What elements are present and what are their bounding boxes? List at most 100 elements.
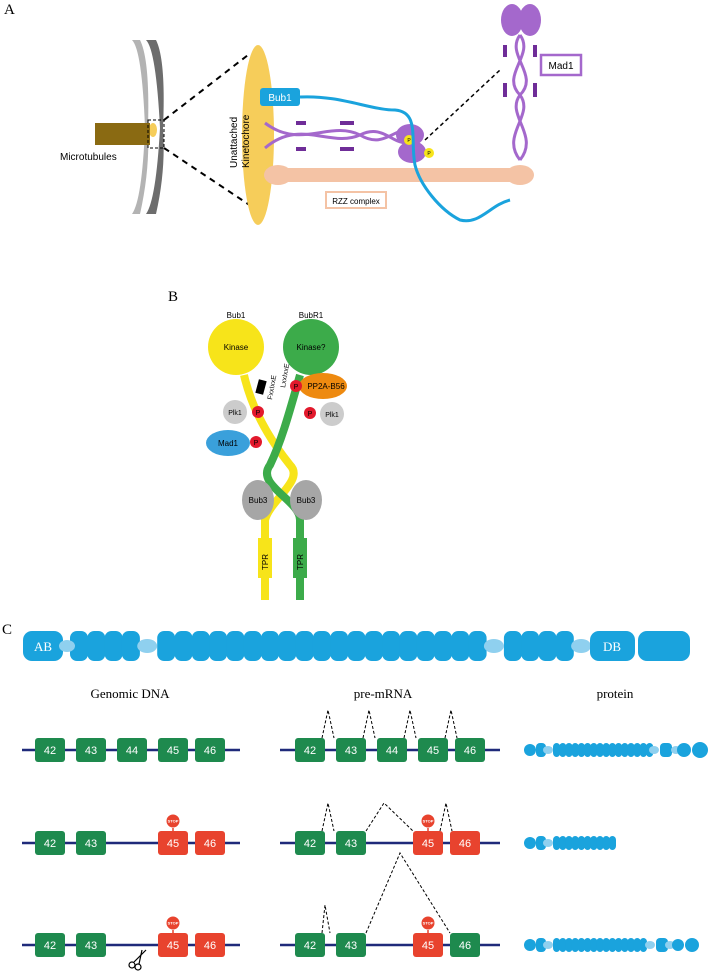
genomic-exon-44	[117, 738, 147, 762]
protein-repeat	[596, 836, 604, 850]
tpr-left-label: TPR	[261, 554, 270, 570]
svg-text:P: P	[407, 138, 411, 144]
mrna-exon-42	[295, 933, 325, 957]
bub1-kinase-domain	[208, 319, 264, 375]
genomic-exon-45-label: 45	[167, 838, 179, 850]
kinetochore-label-line2: Kinetochore	[241, 114, 252, 168]
bub1-box	[260, 88, 300, 106]
splice-junction	[365, 802, 414, 832]
protein-repeat	[553, 836, 561, 850]
pp2a-b56-label: PP2A-B56	[307, 382, 345, 391]
mad1-label: Mad1	[548, 61, 573, 72]
plk1-right	[320, 402, 344, 426]
protein-repeat	[565, 743, 573, 757]
mrna-exon-46	[450, 933, 480, 957]
panel-a-letter: A	[4, 2, 15, 18]
mrna-exon-45	[413, 831, 443, 855]
spectrin-repeat	[174, 631, 193, 661]
spectrin-repeat	[70, 631, 88, 661]
protein-hinge	[649, 746, 659, 754]
mrna-exon-42-label: 42	[304, 838, 316, 850]
protein-repeat	[536, 836, 546, 850]
plk1-right-label: Plk1	[325, 412, 339, 419]
mad1-label-box	[539, 53, 583, 77]
genomic-exon-45	[158, 831, 188, 855]
bubr1-phospho-plk1	[304, 407, 316, 419]
mad1-blob	[206, 430, 250, 456]
mrna-exon-43	[336, 831, 366, 855]
mrna-exon-43	[336, 933, 366, 957]
protein-hinge	[543, 941, 553, 949]
bub1-label: Bub1	[268, 93, 292, 104]
spectrin-repeat	[157, 631, 176, 661]
protein-repeat	[565, 836, 573, 850]
hinge-region	[571, 639, 592, 653]
mad1-coil-horizontal	[264, 121, 411, 150]
bubr1-title: BubR1	[299, 311, 324, 320]
svg-text:P: P	[427, 151, 431, 157]
genomic-exon-46	[195, 738, 225, 762]
protein-repeat	[633, 743, 641, 757]
protein-repeat	[571, 938, 579, 952]
splice-junction	[403, 709, 417, 739]
stop-sign-label: STOP	[423, 921, 434, 926]
spectrin-repeat	[503, 631, 522, 661]
splice-junction	[365, 851, 451, 934]
genomic-exon-45	[158, 933, 188, 957]
bub3-left	[242, 480, 274, 520]
protein-repeat	[565, 938, 573, 952]
mrna-exon-46-label: 46	[459, 940, 471, 952]
mrna-exon-44	[377, 738, 407, 762]
mad1-head-a	[396, 124, 424, 146]
svg-text:P: P	[294, 384, 299, 391]
spectrin-repeat	[399, 631, 418, 661]
genomic-exon-42-label: 42	[44, 940, 56, 952]
mrna-exon-46-label: 46	[464, 745, 476, 757]
protein-repeat	[639, 938, 647, 952]
genomic-exon-43	[76, 831, 106, 855]
protein-repeat	[577, 743, 585, 757]
protein-repeat	[627, 938, 635, 952]
db-label: DB	[603, 639, 621, 654]
hinge-region	[59, 640, 75, 652]
mrna-exon-43	[336, 738, 366, 762]
abd-domain	[23, 631, 63, 661]
protein-hinge	[543, 746, 553, 754]
spectrin-repeat	[191, 631, 210, 661]
splice-junction	[321, 709, 335, 739]
mrna-exon-45-label: 45	[422, 940, 434, 952]
protein-domain	[524, 837, 536, 849]
mrna-exon-42-label: 42	[304, 940, 316, 952]
panel-b-letter: B	[168, 289, 178, 305]
spectrin-repeat	[295, 631, 314, 661]
spectrin-repeat	[451, 631, 470, 661]
microtubules-bar	[95, 123, 150, 145]
bub1-motif-box	[255, 379, 267, 395]
tpr-right-label: TPR	[296, 554, 305, 570]
spectrin-repeat	[121, 631, 140, 661]
spectrin-repeat	[312, 631, 331, 661]
protein-domain	[692, 742, 708, 758]
protein-domain	[672, 939, 684, 951]
plk1-left-label: Plk1	[228, 410, 242, 417]
protein-repeat	[590, 938, 598, 952]
mrna-exon-44-label: 44	[386, 745, 398, 757]
panel-a: A Microtubules Unattached Kinetochore RZ…	[4, 2, 583, 225]
mrna-exon-45-label: 45	[422, 838, 434, 850]
protein-hinge	[645, 941, 655, 949]
bub3-right-label: Bub3	[297, 496, 316, 505]
protein-repeat	[559, 836, 567, 850]
rzz-label-box	[325, 191, 387, 209]
genomic-exon-45-label: 45	[167, 745, 179, 757]
hinge-region	[483, 639, 504, 653]
plk1-left	[223, 400, 247, 424]
genomic-exon-45	[158, 738, 188, 762]
protein-repeat	[615, 743, 623, 757]
protein-repeat	[577, 938, 585, 952]
phospho-site-2	[424, 148, 434, 158]
spectrin-repeat	[434, 631, 452, 661]
spectrin-repeat	[261, 631, 279, 661]
mrna-exon-46	[455, 738, 485, 762]
